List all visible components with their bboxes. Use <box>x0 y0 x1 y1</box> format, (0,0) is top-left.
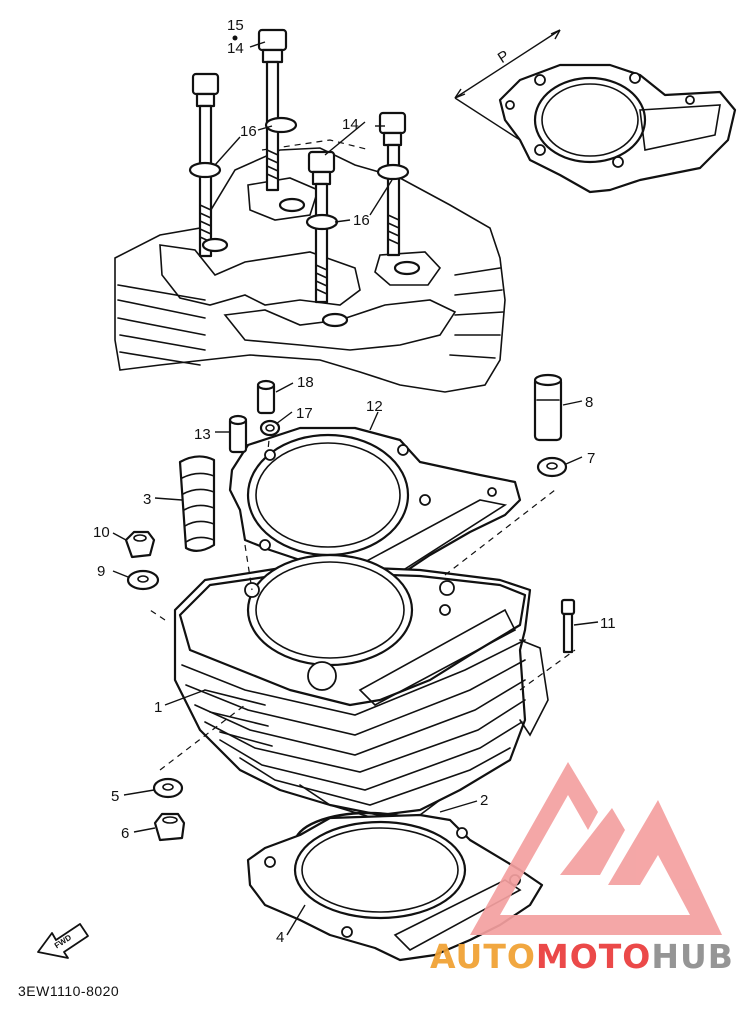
washers <box>188 116 421 328</box>
callout-4: 4 <box>276 929 284 946</box>
dowel-8 <box>533 373 563 442</box>
head-bolt-center-left <box>257 28 288 192</box>
callout-1: 1 <box>154 699 162 716</box>
bolt-11 <box>560 598 576 654</box>
callout-17: 17 <box>296 405 313 422</box>
head-bolt-right <box>378 111 407 257</box>
sleeve-3 <box>178 455 216 552</box>
callout-2: 2 <box>480 792 488 809</box>
dimension-label-p: P <box>495 47 513 67</box>
callout-15: 15 <box>227 17 244 34</box>
callout-16: 16 <box>240 123 257 140</box>
drawing-code: 3EW1110-8020 <box>18 983 119 999</box>
callout-13: 13 <box>194 426 211 443</box>
callout-3: 3 <box>143 491 151 508</box>
callout-12: 12 <box>366 398 383 415</box>
brand-text: AUTOMOTOHUB <box>430 937 734 976</box>
callout-7: 7 <box>587 450 595 467</box>
leader-lines <box>112 41 599 936</box>
callout-10: 10 <box>93 524 110 541</box>
head-gasket-detail <box>454 29 737 194</box>
front-direction-arrow: FWD <box>37 923 89 959</box>
head-bolt-left <box>191 72 220 258</box>
callout-14: 14 <box>342 116 359 133</box>
callout-16: 16 <box>353 212 370 229</box>
head-bolt-center-right <box>307 150 336 304</box>
callout-6: 6 <box>121 825 129 842</box>
automotohub-watermark: AUTOMOTOHUB <box>430 762 734 976</box>
washer-7 <box>536 456 568 478</box>
callout-14: 14 <box>227 40 244 57</box>
brand-hub: HUB <box>651 937 734 976</box>
dowel-18 <box>256 379 276 415</box>
cylinder-head-outline <box>114 139 506 393</box>
callout-9: 9 <box>97 563 105 580</box>
callout-5: 5 <box>111 788 119 805</box>
brand-moto: MOTO <box>536 937 651 976</box>
callout-18: 18 <box>297 374 314 391</box>
nut-6 <box>153 812 186 842</box>
dowel-13 <box>228 414 248 454</box>
logo-triangle-inner-icon <box>560 808 625 875</box>
logo-triangle-icon <box>470 762 722 935</box>
callout-11: 11 <box>600 615 616 632</box>
brand-auto: AUTO <box>430 937 536 976</box>
washer-9 <box>126 569 160 591</box>
callout-labels: 15 14 16 14 14 16 18 17 13 12 8 7 3 10 9… <box>93 17 616 946</box>
base-gasket <box>246 813 544 962</box>
nut-10 <box>124 530 156 559</box>
o-ring-17 <box>259 419 281 437</box>
washer-5 <box>152 777 184 799</box>
callout-8: 8 <box>585 394 593 411</box>
